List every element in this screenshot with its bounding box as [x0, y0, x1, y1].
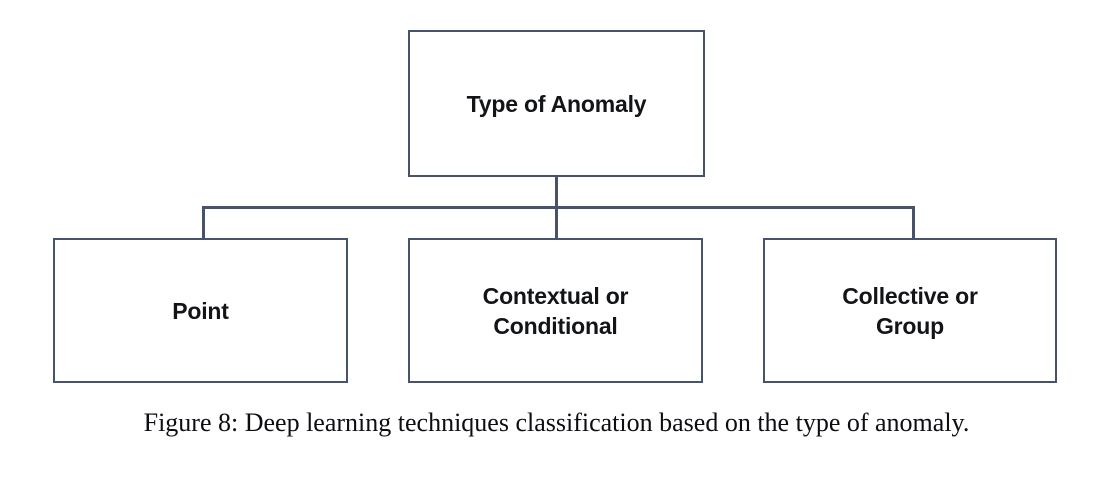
node-label-type-of-anomaly: Type of Anomaly: [466, 90, 647, 117]
node-label-contextual-or-conditional: Contextual or Conditional: [482, 282, 629, 339]
figure-caption: Figure 8: Deep learning techniques class…: [143, 408, 970, 437]
connector-root-stem: [555, 176, 558, 208]
node-contextual-or-conditional: Contextual or Conditional: [408, 238, 703, 383]
node-label-collective-or-group: Collective or Group: [842, 282, 978, 339]
connector-drop-contextual: [555, 206, 558, 240]
node-type-of-anomaly: Type of Anomaly: [408, 30, 705, 177]
node-label-point: Point: [172, 297, 229, 324]
node-point: Point: [53, 238, 348, 383]
connector-horizontal-bus: [202, 206, 915, 209]
connector-drop-point: [202, 206, 205, 240]
connector-drop-collective: [912, 206, 915, 240]
node-collective-or-group: Collective or Group: [763, 238, 1057, 383]
